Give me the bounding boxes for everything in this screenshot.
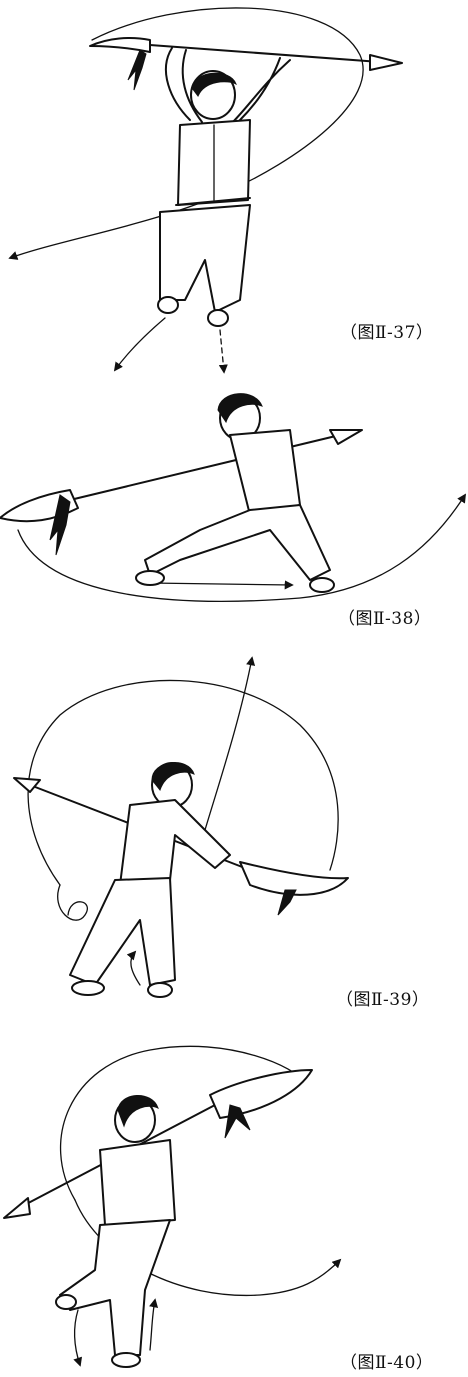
figure-caption: （图Ⅱ-37） <box>340 323 434 343</box>
figure-hair <box>217 393 263 424</box>
figure-caption: （图Ⅱ-38） <box>338 609 432 629</box>
figure-legs <box>144 504 331 581</box>
figure-legs <box>69 877 176 986</box>
motion-circle <box>60 1045 301 1201</box>
figure-hair <box>191 72 237 97</box>
figure-foot-right <box>147 982 173 998</box>
motion-arrow-up <box>204 656 256 831</box>
glaive-shaft <box>149 44 381 63</box>
figure-foot-left <box>157 296 179 314</box>
glaive-blade <box>209 1069 313 1119</box>
figure-40: （图Ⅱ-40） <box>0 1010 468 1377</box>
figure-foot-left <box>135 570 165 586</box>
motion-arc <box>17 493 466 602</box>
glaive-blade <box>89 37 151 53</box>
figure-torso <box>99 1139 176 1226</box>
glaive-tassel <box>224 1104 251 1139</box>
figure-legs <box>159 204 251 313</box>
figure-caption: （图Ⅱ-40） <box>340 1353 434 1373</box>
figure-hair <box>151 762 195 792</box>
glaive-spear-tip <box>3 1197 31 1219</box>
glaive-spear-tip <box>369 54 403 71</box>
glaive-tassel <box>127 49 147 91</box>
figure-foot-right <box>111 1352 141 1368</box>
figure-caption: （图Ⅱ-39） <box>336 990 430 1010</box>
figure-39: （图Ⅱ-39） <box>0 640 468 1010</box>
glaive-shaft <box>69 434 341 501</box>
motion-arrow-down <box>218 329 228 374</box>
figure-40-illustration <box>3 1045 342 1368</box>
figure-38-illustration <box>0 393 466 602</box>
figure-arm-right <box>229 57 291 126</box>
figure-39-illustration <box>13 656 349 998</box>
figure-torso <box>119 799 231 886</box>
motion-arrow-ground <box>149 580 294 590</box>
figure-arm-left <box>164 47 203 123</box>
figure-foot-left <box>55 1294 77 1310</box>
figure-hair <box>117 1095 159 1128</box>
glaive-spear-tip <box>13 777 41 793</box>
glaive-tassel <box>277 889 297 916</box>
figure-37: （图Ⅱ-37） <box>0 0 468 380</box>
figure-37-illustration <box>8 7 403 374</box>
motion-arrow-foot <box>126 950 141 986</box>
motion-arrow-foot-right <box>149 1298 159 1351</box>
figure-torso <box>229 429 301 516</box>
motion-circle <box>27 679 339 886</box>
motion-arc <box>8 7 364 260</box>
figure-legs <box>59 1219 171 1356</box>
glaive-blade <box>239 861 349 896</box>
figure-foot-right <box>207 309 229 327</box>
motion-arrow-foot-left <box>73 1309 83 1367</box>
glaive-tassel <box>49 494 71 556</box>
motion-loop <box>57 884 88 921</box>
figure-foot-left <box>71 980 105 996</box>
figure-38: （图Ⅱ-38） <box>0 380 468 630</box>
figure-foot-right <box>309 577 335 593</box>
glaive-spear-tip <box>329 429 363 445</box>
motion-arrow-left <box>113 317 166 372</box>
